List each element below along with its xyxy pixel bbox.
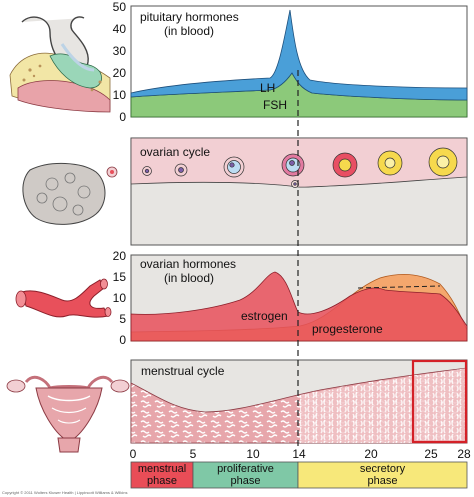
ovarian-hormones-y-axis: 20 15 10 5 0 [113,249,127,347]
pituitary-panel: pituitary hormones (in blood) LH FSH 50 … [113,0,468,124]
day-tick: 5 [190,447,197,461]
fsh-label: FSH [263,98,287,112]
ovarian-hormones-panel: ovarian hormones (in blood) estrogen pro… [113,249,468,347]
menstrual-phase-label: menstrual phase [131,463,193,487]
day-tick: 25 [424,447,438,461]
phase-label-line: phase [147,475,177,487]
estrogen-curve [130,271,468,342]
ovary-icon [22,162,118,225]
uterus-icon [6,375,130,453]
pituitary-y-tick: 30 [113,44,127,58]
pituitary-y-tick: 50 [113,0,127,14]
lh-label: LH [260,81,275,95]
ovarian-cycle-panel: ovarian cycle [130,137,468,246]
ovarian-hormones-title-line2: (in blood) [164,271,214,285]
day-tick: 14 [292,447,306,461]
pituitary-title-line2: (in blood) [164,24,214,38]
phase-label-line: phase [230,475,261,487]
menstrual-phase-band [130,461,194,489]
estrogen-label: estrogen [241,309,288,323]
pituitary-title-line1: pituitary hormones [140,10,239,24]
menstrual-cycle-panel: menstrual cycle [130,359,468,444]
hormone-y-tick: 5 [119,312,126,326]
hormone-y-tick: 15 [113,270,127,284]
hormone-y-tick: 10 [113,291,127,305]
day-tick: 20 [364,447,378,461]
day-tick: 28 [457,447,471,461]
phase-label-line: proliferative [217,463,274,475]
progesterone-dashed-line [357,285,441,289]
hormone-y-tick: 20 [113,249,127,263]
day-tick: 10 [246,447,260,461]
phase-bar [130,461,468,489]
day-axis: 0 5 10 14 20 25 28 [130,447,471,461]
pituitary-y-tick: 0 [119,110,126,124]
proliferative-phase-label: proliferative phase [193,463,298,487]
hormone-y-tick: 0 [119,333,126,347]
progesterone-label: progesterone [312,322,383,336]
endometrium-secretory-layer [300,368,467,443]
phase-label-line: phase [367,475,398,487]
phase-label-line: menstrual [137,463,187,475]
pituitary-y-tick: 10 [113,88,127,102]
copyright-credit: Copyright © 2011 Wolters Kluwer Health |… [2,490,128,495]
highlight-box [411,359,468,444]
secretory-phase-band [297,461,468,489]
pituitary-y-axis: 50 40 30 20 10 0 [113,0,127,124]
phase-label-line: secretory [359,463,406,475]
artery-icon [15,278,112,318]
menstrual-title: menstrual cycle [141,364,225,378]
ovarian-hormones-title-line1: ovarian hormones [140,257,236,271]
pituitary-y-tick: 40 [113,22,127,36]
ovarian-cycle-title: ovarian cycle [140,145,210,159]
day-tick: 0 [130,447,137,461]
pituitary-y-tick: 20 [113,66,127,80]
lh-curve [130,9,468,101]
pituitary-gland-icon [9,16,111,113]
secretory-phase-label: secretory phase [298,463,467,487]
